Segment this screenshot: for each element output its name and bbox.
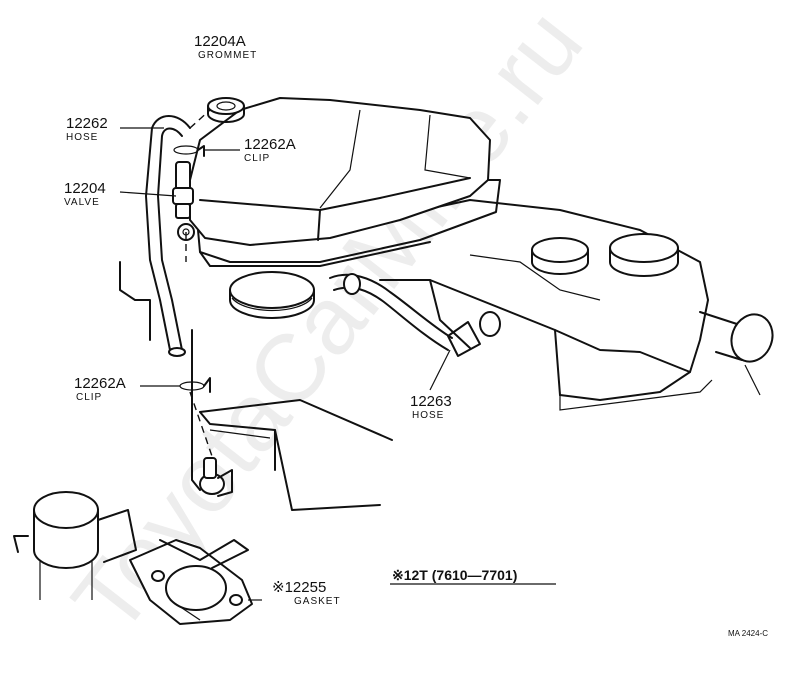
svg-text:12262: 12262 [66,115,108,132]
svg-text:CLIP: CLIP [244,153,270,164]
part-label-valve: 12204 VALVE [64,180,106,208]
svg-text:GROMMET: GROMMET [198,50,257,61]
svg-text:※12T (7610—7701): ※12T (7610—7701) [392,567,517,583]
engine-drawing [13,97,774,625]
svg-text:※12255: ※12255 [272,579,326,596]
svg-text:12262A: 12262A [74,375,126,392]
svg-text:12263: 12263 [410,393,452,410]
svg-text:HOSE: HOSE [412,410,444,421]
watermark-text: ToyotaCarMine.ru [52,0,603,653]
part-label-gasket: ※12255 GASKET [272,579,341,607]
reference-code: MA 2424-C [728,629,768,638]
svg-text:12262A: 12262A [244,136,296,153]
part-label-hose: 12262 HOSE [66,115,108,143]
svg-text:GASKET: GASKET [294,596,341,607]
svg-text:HOSE: HOSE [66,132,98,143]
leader-lines [119,127,451,601]
svg-text:12204A: 12204A [194,33,246,50]
svg-text:VALVE: VALVE [64,197,100,208]
svg-text:CLIP: CLIP [76,392,102,403]
part-label-grommet: 12204A GROMMET [194,33,257,61]
svg-text:12204: 12204 [64,180,106,197]
part-label-hose-12263: 12263 HOSE [410,393,452,421]
part-label-clip-lower: 12262A CLIP [74,375,126,403]
part-label-clip-upper: 12262A CLIP [244,136,296,164]
model-note: ※12T (7610—7701) [390,567,556,585]
